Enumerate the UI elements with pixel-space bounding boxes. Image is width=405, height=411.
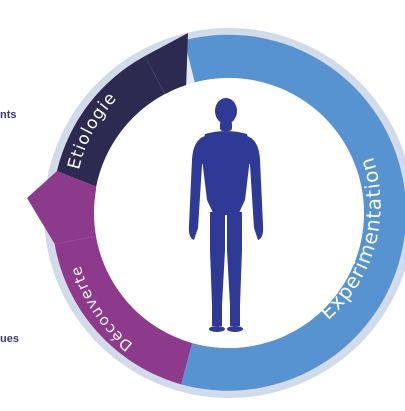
segment-decouverte [54, 236, 193, 385]
side-label-bottom: ues [0, 333, 19, 345]
side-label-top: nts [0, 109, 17, 121]
arrow-etiologie [145, 33, 188, 94]
segment-etiologie [56, 56, 165, 187]
segment-experimentation [181, 34, 405, 391]
arrow-decouverte [27, 171, 97, 244]
human-figure-icon [188, 98, 264, 332]
